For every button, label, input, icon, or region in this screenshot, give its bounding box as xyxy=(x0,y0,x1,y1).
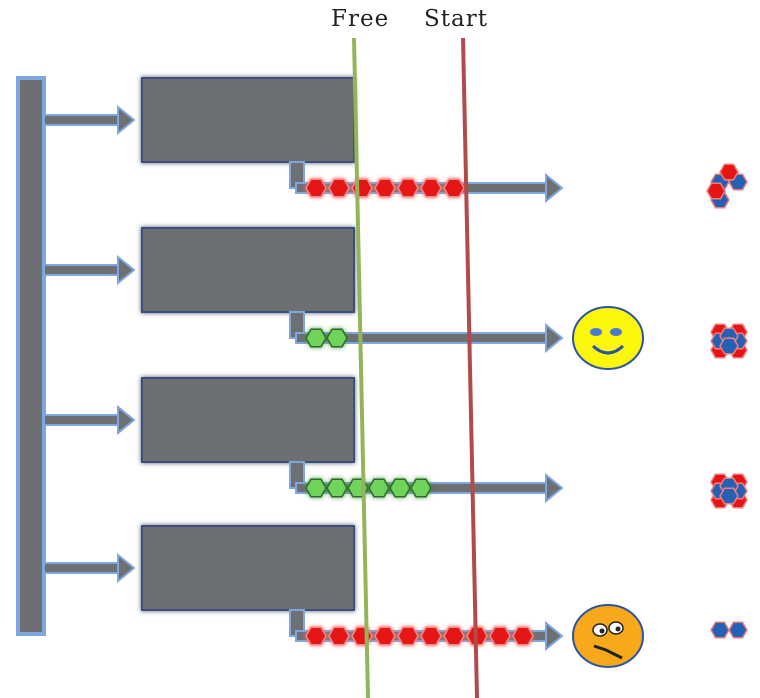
queue-item xyxy=(305,328,327,348)
cluster-hex xyxy=(719,163,739,181)
result-cluster xyxy=(710,473,748,509)
input-arrow xyxy=(43,552,136,584)
output-arrow xyxy=(295,322,564,354)
input-arrow-shaft xyxy=(43,264,121,276)
pupil-left xyxy=(599,628,605,634)
queue-item xyxy=(420,178,442,198)
rows-group xyxy=(43,77,564,652)
row-2 xyxy=(43,227,564,354)
queue-item xyxy=(305,478,327,498)
output-arrow-head xyxy=(545,172,564,204)
cluster-hex xyxy=(710,621,730,639)
queue-item xyxy=(351,178,373,198)
queue-item xyxy=(410,478,432,498)
processor-box xyxy=(141,525,355,611)
frown-mouth xyxy=(593,644,623,660)
queue-item xyxy=(443,626,465,646)
input-arrow-head xyxy=(117,552,136,584)
source-bus-bar xyxy=(16,76,46,636)
queue-item xyxy=(397,178,419,198)
output-arrow-head xyxy=(545,322,564,354)
queue-item xyxy=(389,478,411,498)
queue-item xyxy=(443,178,465,198)
free-line xyxy=(352,37,370,698)
processor-box xyxy=(141,227,355,313)
queue-item xyxy=(305,178,327,198)
input-arrow xyxy=(43,104,136,136)
queue-item xyxy=(512,626,534,646)
input-arrow xyxy=(43,254,136,286)
cluster-hex xyxy=(719,487,739,505)
overlay-group xyxy=(572,163,748,668)
pupil-right xyxy=(615,626,621,632)
start-line xyxy=(461,37,479,698)
sad-face-head xyxy=(572,604,644,668)
result-cluster xyxy=(710,621,748,639)
queue-item xyxy=(328,178,350,198)
input-arrow-shaft xyxy=(43,414,121,426)
input-arrow-shaft xyxy=(43,114,121,126)
smile-mouth xyxy=(591,344,625,355)
queue-item xyxy=(489,626,511,646)
eye-right xyxy=(610,328,622,336)
processor-box xyxy=(141,77,355,163)
row-3 xyxy=(43,377,564,504)
queue-item xyxy=(328,626,350,646)
result-cluster xyxy=(706,163,748,209)
result-cluster xyxy=(710,323,748,359)
sad-face xyxy=(572,604,644,668)
processor-box xyxy=(141,377,355,463)
queue-item xyxy=(326,328,348,348)
cluster-hex xyxy=(706,182,726,200)
cluster-hex xyxy=(719,337,739,355)
input-arrow-shaft xyxy=(43,562,121,574)
queue-item xyxy=(326,478,348,498)
input-arrow-head xyxy=(117,254,136,286)
happy-face-head xyxy=(572,306,644,370)
input-arrow-head xyxy=(117,404,136,436)
queue-item xyxy=(374,626,396,646)
queue-item xyxy=(397,626,419,646)
queue-item xyxy=(351,626,373,646)
output-arrow-head xyxy=(545,620,564,652)
row-4 xyxy=(43,525,564,652)
happy-face xyxy=(572,306,644,370)
start-label: Start xyxy=(424,6,488,32)
queue-item xyxy=(420,626,442,646)
output-arrow-head xyxy=(545,472,564,504)
cluster-hex xyxy=(728,621,748,639)
input-arrow xyxy=(43,404,136,436)
queue-item xyxy=(374,178,396,198)
eye-left xyxy=(590,328,602,336)
input-arrow-head xyxy=(117,104,136,136)
queue-item xyxy=(305,626,327,646)
free-label: Free xyxy=(331,6,390,32)
row-1 xyxy=(43,77,564,204)
queue-item xyxy=(368,478,390,498)
